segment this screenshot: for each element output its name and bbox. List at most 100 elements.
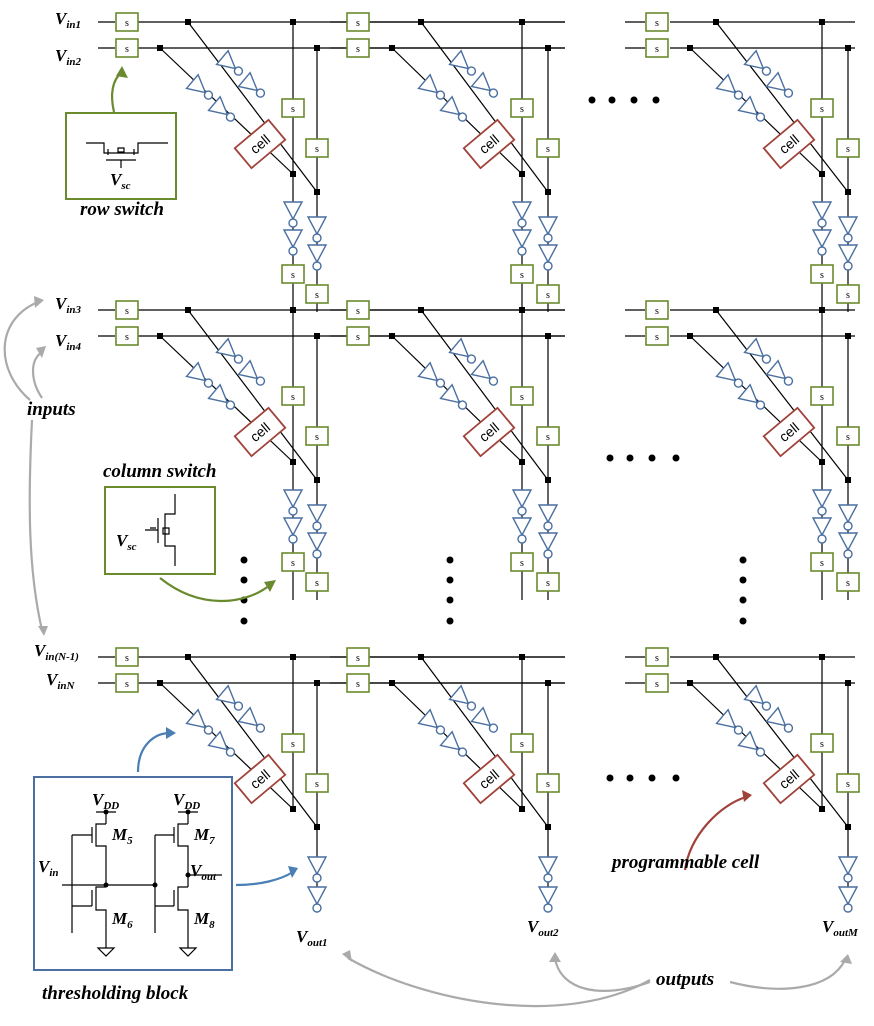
column-switch: s (836, 426, 860, 446)
outputs-arrow-3-head (840, 954, 852, 964)
buffer-bubble (843, 521, 853, 531)
switch-box (346, 647, 370, 667)
buffer-icon (215, 337, 244, 364)
thresholding-in-arrow-head (166, 727, 176, 739)
diagonal-wire (420, 309, 549, 481)
buffer-icon (282, 489, 304, 516)
buffer-bubble (517, 534, 527, 544)
thresholding-out-arrow-head (288, 866, 298, 878)
switch-box (305, 138, 329, 158)
buffer-bubble (755, 112, 766, 122)
ellipsis-dot (739, 576, 747, 584)
column-switch: s (305, 426, 329, 446)
column-switch: s (836, 572, 860, 592)
column-switch: s (305, 138, 329, 158)
buffer-icon (743, 49, 772, 76)
cell-box (233, 406, 287, 458)
switch-box (836, 572, 860, 592)
cell-box (233, 753, 287, 805)
switch-label: s (125, 679, 129, 690)
buffer-icon (282, 517, 304, 544)
row-switch: s (115, 647, 139, 667)
switch-box (281, 552, 305, 572)
thresholding-in-arrow (136, 731, 171, 773)
buffer-bubble (312, 521, 322, 531)
buffer-triangle (282, 201, 304, 221)
buffer-triangle (511, 201, 533, 221)
thresholding-m5: M5 (111, 825, 133, 847)
buffer-bubble (203, 725, 214, 735)
buffer-triangle (237, 71, 259, 92)
switch-label: s (846, 578, 850, 589)
buffer-icon (715, 73, 744, 100)
buffer-bubble (435, 725, 446, 735)
buffer-bubble (225, 112, 236, 122)
diagonal-wire (420, 656, 549, 828)
column-switch: s (536, 773, 560, 793)
cell-box (762, 406, 816, 458)
switch-label: s (820, 270, 824, 281)
buffer-bubble (255, 723, 266, 733)
buffer-triangle (306, 886, 328, 906)
ellipsis-dot (446, 596, 454, 604)
buffer-icon (737, 95, 766, 122)
column-switch-title: column switch (103, 461, 217, 482)
buffer-triangle (765, 706, 787, 727)
buffer-icon (837, 886, 859, 913)
buffer-icon (448, 684, 477, 711)
buffer-bubble (203, 378, 214, 388)
programmable-cell: cell (233, 406, 287, 458)
buffer-bubble (233, 66, 244, 76)
buffer-bubble (517, 506, 527, 516)
buffer-icon (282, 229, 304, 256)
ellipsis-dot (588, 96, 596, 104)
input-label-vin-n: VinN (46, 670, 76, 692)
buffer-triangle (537, 244, 559, 264)
row-switch-inset: Vsc row switch (65, 112, 177, 220)
buffer-bubble (288, 534, 298, 544)
buffer-bubble (755, 400, 766, 410)
buffer-bubble (466, 701, 477, 711)
buffer-bubble (843, 233, 853, 243)
junction-dot (819, 171, 825, 177)
column-switch: s (510, 552, 534, 572)
switch-label: s (315, 290, 319, 301)
buffer-triangle (215, 337, 237, 358)
buffer-bubble (817, 246, 827, 256)
outputs-arrow-2 (553, 957, 651, 992)
junction-dot (519, 171, 525, 177)
switch-box (346, 673, 370, 693)
column-switch: s (810, 98, 834, 118)
buffer-icon (511, 201, 533, 228)
components-layer: sscellsssssscellsssssscellsssssscellssss… (115, 12, 860, 913)
switch-box (115, 673, 139, 693)
buffer-icon (811, 229, 833, 256)
programmable-cell-label: programmable cell (610, 852, 760, 873)
programmable-cell: cell (462, 118, 516, 170)
buffer-triangle (439, 383, 461, 404)
switch-label: s (520, 104, 524, 115)
buffer-icon (537, 216, 559, 243)
inputs-arrow-2 (31, 351, 43, 399)
switch-box (836, 138, 860, 158)
buffer-triangle (537, 856, 559, 876)
buffer-icon (811, 489, 833, 516)
buffer-triangle (448, 49, 470, 70)
row-switch-arrow-head (116, 66, 128, 78)
buffer-triangle (439, 730, 461, 751)
input-label-vin4: Vin4 (55, 331, 82, 353)
ellipsis-dot (446, 617, 454, 625)
buffer-bubble (233, 354, 244, 364)
buffer-icon (715, 708, 744, 735)
switch-box (346, 300, 370, 320)
inputs-arrow-1-head (34, 296, 44, 308)
buffer-triangle (837, 244, 859, 264)
switch-label: s (356, 44, 360, 55)
buffer-bubble (312, 873, 322, 883)
ellipsis-dot (739, 556, 747, 564)
buffer-icon (537, 886, 559, 913)
buffer-icon (306, 886, 328, 913)
buffer-bubble (843, 873, 853, 883)
switch-box (645, 647, 669, 667)
buffer-triangle (282, 489, 304, 509)
